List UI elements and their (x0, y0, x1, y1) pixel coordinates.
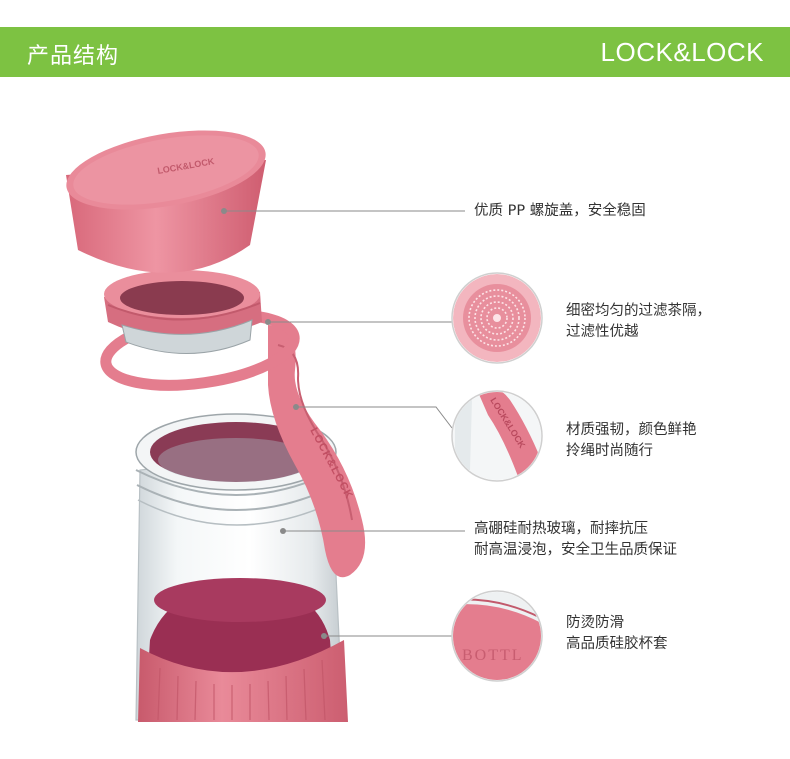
detail-circle-filter (451, 272, 543, 364)
header-banner: 产品结构 LOCK&LOCK (0, 27, 790, 77)
callout-filter-line-2: 过滤性优越 (566, 324, 639, 340)
callout-glass: 高硼硅耐热玻璃，耐摔抗压 耐高温浸泡，安全卫生品质保证 (474, 519, 677, 561)
callout-filter-line-1: 细密均匀的过滤茶隔， (566, 303, 711, 319)
detail-circle-strap: LOCK&LOCK (451, 390, 543, 482)
callout-lid-line-1: 优质 PP 螺旋盖，安全稳固 (474, 203, 646, 219)
detail-circle-sleeve: BOTTL (451, 590, 543, 682)
section-title: 产品结构 (27, 44, 120, 69)
leader-lines (224, 210, 465, 637)
callout-strap: 材质强韧，颜色鲜艳 拎绳时尚随行 (566, 420, 697, 462)
callout-strap-line-1: 材质强韧，颜色鲜艳 (566, 422, 697, 438)
filter-insert (104, 270, 262, 354)
sleeve-embossed-text: BOTTL (462, 647, 524, 664)
leader-line-strap (296, 406, 453, 429)
callout-glass-line-1: 高硼硅耐热玻璃，耐摔抗压 (474, 521, 648, 537)
screw-lid: LOCK&LOCK (66, 130, 266, 273)
callout-sleeve: 防烫防滑 高品质硅胶杯套 (566, 613, 668, 655)
callout-strap-line-2: 拎绳时尚随行 (566, 443, 653, 459)
callout-sleeve-line-1: 防烫防滑 (566, 615, 624, 631)
callout-filter: 细密均匀的过滤茶隔， 过滤性优越 (566, 301, 711, 343)
callout-glass-line-2: 耐高温浸泡，安全卫生品质保证 (474, 542, 677, 558)
callout-lid: 优质 PP 螺旋盖，安全稳固 (474, 201, 646, 222)
callout-sleeve-line-2: 高品质硅胶杯套 (566, 636, 668, 652)
brand-logo-text: LOCK&LOCK (600, 37, 764, 67)
